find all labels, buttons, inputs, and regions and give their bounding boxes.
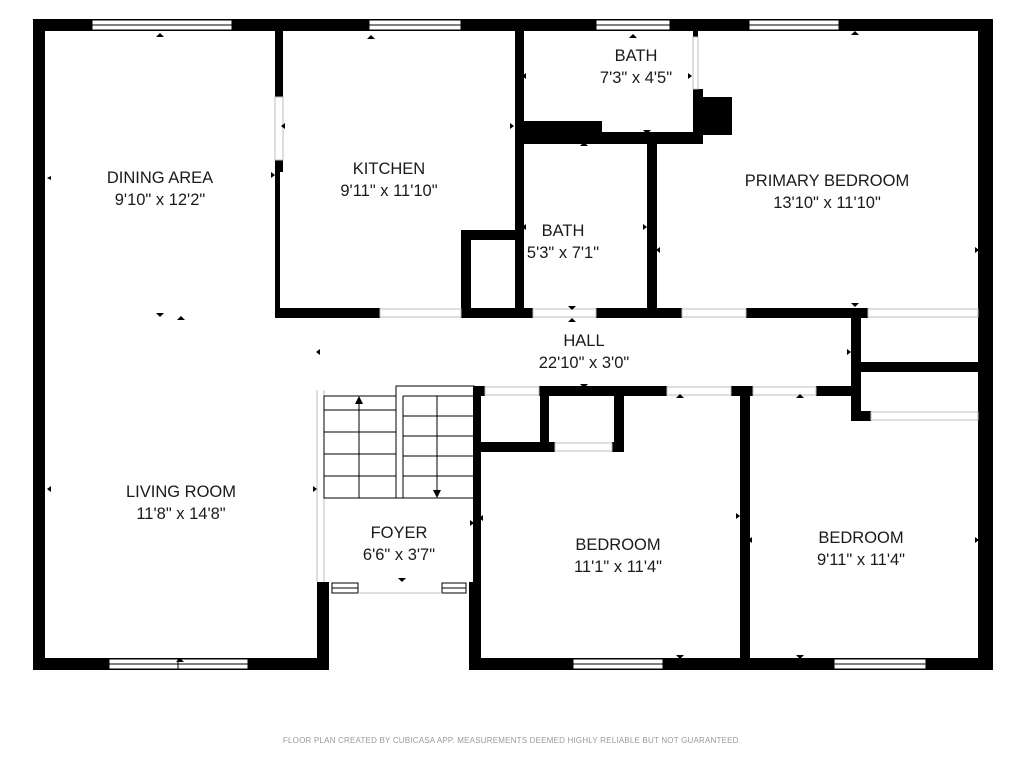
- walls: [33, 19, 993, 670]
- wall-hall-top-1: [275, 308, 380, 318]
- wall-bedroom-divider: [740, 386, 750, 658]
- wall-kitchen-left-mid: [275, 160, 283, 172]
- wall-closet-right-post: [851, 308, 861, 421]
- wall-closet-left: [461, 230, 471, 318]
- room-name-kitchen: KITCHEN: [353, 160, 425, 178]
- wall-entry-right: [469, 582, 481, 670]
- measure-markers: [47, 31, 979, 662]
- stair-arrows: [355, 396, 441, 498]
- room-dims-bath-upper: 7'3" x 4'5": [600, 69, 672, 87]
- room-name-primary-bedroom: PRIMARY BEDROOM: [745, 172, 909, 190]
- room-dims-bedroom-3: 9'11" x 11'4": [817, 551, 905, 569]
- wall-hall-bottom-2: [539, 386, 667, 396]
- room-name-hall: HALL: [563, 332, 604, 350]
- wall-left: [33, 19, 45, 670]
- wall-hall-top-4: [746, 308, 868, 318]
- room-name-foyer: FOYER: [371, 524, 428, 542]
- wall-closet-b2-left: [540, 386, 549, 452]
- wall-closet-right-shelf: [857, 362, 990, 372]
- room-dims-primary-bedroom: 13'10" x 11'10": [773, 194, 881, 212]
- room-dims-kitchen: 9'11" x 11'10": [340, 182, 437, 200]
- stair-up-arrow-icon: [355, 396, 363, 404]
- wall-closet-b2-bottom: [481, 442, 555, 452]
- wall-hall-top-3: [596, 308, 682, 318]
- wall-closet-b2-right: [614, 386, 624, 452]
- wall-chase: [698, 97, 732, 135]
- room-dims-dining: 9'10" x 12'2": [115, 191, 206, 209]
- wall-closet-right-bottom: [851, 411, 871, 421]
- wall-entry-left: [317, 582, 329, 670]
- wall-closet-b2-bottom-r: [612, 442, 624, 452]
- windows: [91, 19, 927, 670]
- room-name-dining: DINING AREA: [107, 169, 213, 187]
- room-name-living: LIVING ROOM: [126, 483, 236, 501]
- wall-right: [978, 19, 993, 670]
- wall-closet-top: [461, 230, 524, 240]
- footer-disclaimer: FLOOR PLAN CREATED BY CUBICASA APP. MEAS…: [282, 736, 742, 745]
- room-name-bath-upper: BATH: [615, 47, 658, 65]
- wall-bath-upper-right-top: [693, 31, 698, 37]
- room-labels: DINING AREA 9'10" x 12'2" KITCHEN 9'11" …: [107, 47, 909, 576]
- staircase: [323, 385, 475, 499]
- room-dims-living: 11'8" x 14'8": [136, 505, 225, 523]
- room-name-bedroom-2: BEDROOM: [575, 536, 660, 554]
- wall-kitchen-left-low: [275, 172, 280, 312]
- room-name-bath-lower: BATH: [542, 222, 585, 240]
- wall-bath-lower-right: [647, 132, 657, 318]
- wall-bath-upper-block: [524, 121, 602, 144]
- wall-kitchen-left-top: [275, 31, 283, 97]
- wall-kitchen-right: [515, 31, 524, 312]
- room-dims-bedroom-2: 11'1" x 11'4": [574, 558, 662, 576]
- wall-bedroom2-left: [473, 386, 481, 582]
- room-name-bedroom-3: BEDROOM: [818, 529, 903, 547]
- room-dims-foyer: 6'6" x 3'7": [363, 546, 435, 564]
- foyer-entry: [331, 582, 467, 594]
- wall-hall-bottom-4: [816, 386, 861, 396]
- wall-hall-top-2: [461, 308, 533, 318]
- room-dims-hall: 22'10" x 3'0": [539, 354, 630, 372]
- room-dims-bath-lower: 5'3" x 7'1": [527, 244, 599, 262]
- stair-down-arrow-icon: [433, 490, 441, 498]
